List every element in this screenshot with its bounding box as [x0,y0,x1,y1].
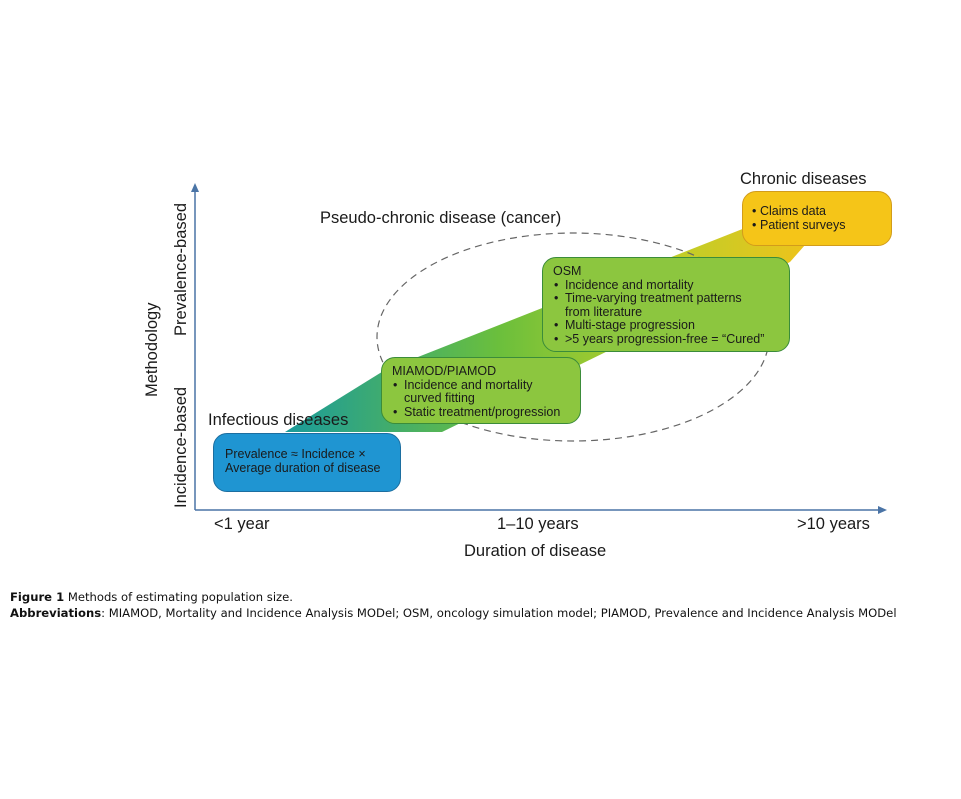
miamod-title: MIAMOD/PIAMOD [392,364,497,378]
figure-title-line: Figure 1 Methods of estimating populatio… [10,589,897,605]
figure-caption: Figure 1 Methods of estimating populatio… [10,589,897,621]
osm-bullet: Time-varying treatment patterns from lit… [553,291,765,319]
infectious-method-box: Prevalence ≈ Incidence × Average duratio… [213,433,401,492]
methods-diagram: Methodology Incidence-based Prevalence-b… [0,0,961,580]
osm-box: OSM Incidence and mortality Time-varying… [542,257,790,352]
x-tick-lt1: <1 year [214,515,270,533]
chronic-label: Chronic diseases [740,170,867,188]
abbreviations-line: Abbreviations: MIAMOD, Mortality and Inc… [10,605,897,621]
osm-title: OSM [553,264,582,278]
miamod-box: MIAMOD/PIAMOD Incidence and mortality cu… [381,357,581,424]
infectious-line-2: Average duration of disease [225,460,381,475]
chronic-bullet: Claims data [751,204,891,219]
x-axis-title: Duration of disease [464,542,607,560]
y-axis-title: Methodology [143,302,161,397]
chronic-bullet: Patient surveys [751,218,891,233]
x-tick-gt10: >10 years [797,515,870,533]
infectious-line-1: Prevalence ≈ Incidence × [225,447,366,461]
figure-label: Figure 1 [10,590,65,604]
y-tick-incidence: Incidence-based [172,386,190,508]
y-axis-arrowhead [191,183,199,192]
miamod-bullet: Incidence and mortality curved fitting [392,378,544,406]
x-axis-arrowhead [878,506,887,514]
infectious-label: Infectious diseases [208,411,349,429]
miamod-bullet: Static treatment/progression [392,405,580,420]
osm-bullet: Incidence and mortality [553,278,789,293]
osm-bullet: Multi-stage progression [553,318,789,333]
chronic-method-box: Claims data Patient surveys [742,191,892,246]
figure-text: Methods of estimating population size. [67,590,293,604]
y-tick-prevalence: Prevalence-based [172,203,190,336]
osm-bullet: >5 years progression-free = “Cured” [553,332,789,347]
x-tick-1to10: 1–10 years [497,515,579,533]
abbreviations-label: Abbreviations [10,606,102,620]
pseudo-chronic-label: Pseudo-chronic disease (cancer) [320,209,562,227]
diagram-canvas [191,183,887,514]
abbreviations-text: : MIAMOD, Mortality and Incidence Analys… [101,606,897,620]
